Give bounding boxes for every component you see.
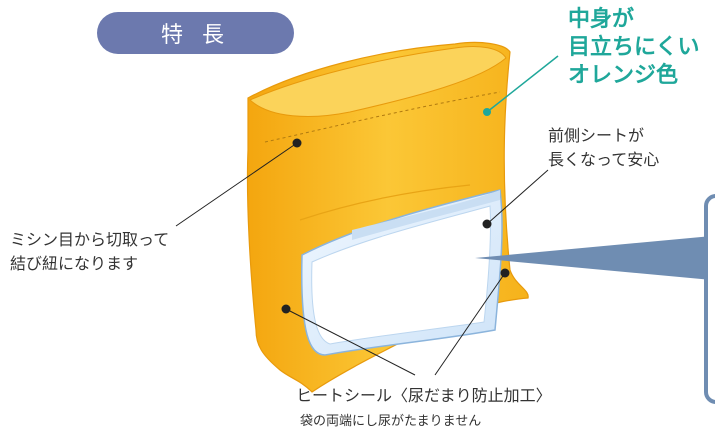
front-sheet-callout: 前側シートが 長くなって安心 bbox=[548, 126, 660, 169]
front-sheet-fold bbox=[352, 190, 500, 240]
bag-mouth bbox=[249, 45, 507, 117]
speech-bubble bbox=[704, 194, 715, 404]
speech-bubble-pointer bbox=[475, 236, 712, 280]
features-badge: 特 長 bbox=[97, 12, 294, 54]
heat-seal-subtext: 袋の両端にし尿がたまりません bbox=[300, 414, 482, 429]
front-sheet-inner bbox=[311, 205, 492, 345]
bag-crease bbox=[299, 184, 471, 221]
orange-color-callout: 中身が 目立ちにくい オレンジ色 bbox=[568, 7, 700, 88]
sewing-line-callout: ミシン目から切取って 結び紐になります bbox=[10, 230, 170, 273]
heat-seal-callout: ヒートシール〈尿だまり防止加工〉 bbox=[296, 386, 552, 405]
sewing-line bbox=[264, 91, 501, 143]
